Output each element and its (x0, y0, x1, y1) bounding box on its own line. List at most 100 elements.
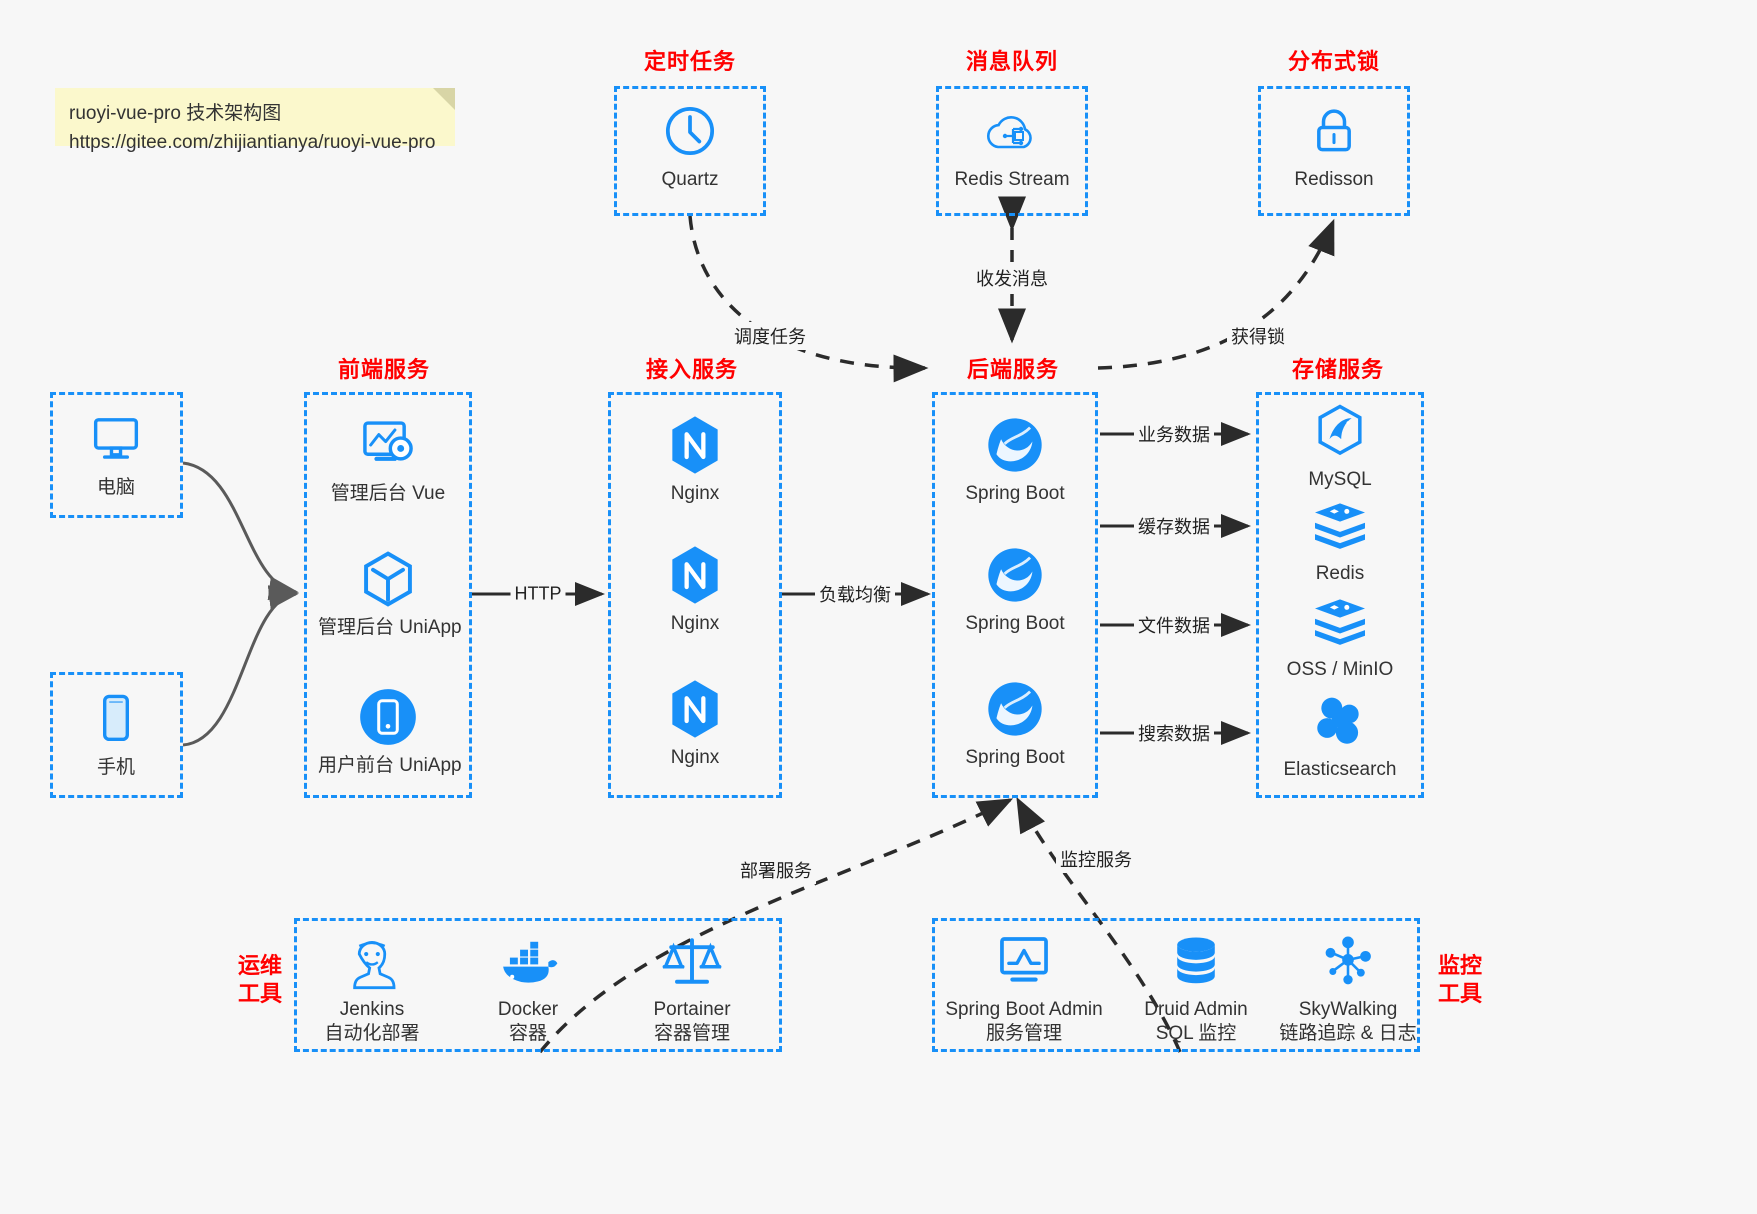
group-box-frontend (304, 392, 472, 798)
nginx-icon (625, 544, 765, 606)
node-admin-vue[interactable]: 管理后台 Vue (318, 414, 458, 506)
oss-icon (1270, 590, 1410, 652)
spring-boot-icon (945, 678, 1085, 740)
clock-icon (620, 100, 760, 162)
group-title-storage: 存储服务 (1291, 357, 1384, 382)
node-portainer[interactable]: Portainer 容器管理 (622, 930, 762, 1046)
node-redisson[interactable]: Redisson (1264, 100, 1404, 192)
node-label: Spring Boot (965, 613, 1065, 634)
node-nginx-2[interactable]: Nginx (625, 544, 765, 636)
group-title-devops: 运维 工具 (228, 952, 292, 1007)
node-sublabel: 容器 (508, 1022, 547, 1044)
group-box-monitor (932, 918, 1420, 1052)
node-label: Portainer (653, 999, 731, 1020)
monitor-chart-icon (944, 930, 1104, 992)
node-label: Redisson (1294, 169, 1374, 190)
skywalking-icon (1268, 930, 1428, 992)
edge-label-send-receive: 收发消息 (972, 264, 1052, 292)
node-sublabel: 自动化部署 (324, 1022, 420, 1044)
lock-icon (1264, 100, 1404, 162)
docker-icon (458, 930, 598, 992)
note-fold-icon (433, 88, 455, 110)
node-elasticsearch[interactable]: Elasticsearch (1270, 690, 1410, 782)
note-line-2: https://gitee.com/zhijiantianya/ruoyi-vu… (69, 131, 436, 153)
group-box-lock (1258, 86, 1410, 216)
node-desktop[interactable]: 电脑 (46, 408, 186, 500)
node-nginx-1[interactable]: Nginx (625, 414, 765, 506)
sticky-note: ruoyi-vue-pro 技术架构图 https://gitee.com/zh… (55, 88, 455, 153)
edge-label-deploy-service: 部署服务 (736, 856, 816, 884)
group-title-monitor: 监控 工具 (1428, 952, 1492, 1007)
edge-label-http: HTTP (510, 582, 566, 606)
node-label: 管理后台 UniApp (318, 617, 462, 638)
database-icon (1126, 930, 1266, 992)
cube-icon (318, 548, 458, 610)
jenkins-icon (302, 930, 442, 992)
node-label: Elasticsearch (1283, 759, 1397, 780)
node-user-uniapp[interactable]: 用户前台 UniApp (318, 686, 462, 778)
group-title-monitor-line1: 监控 (1437, 953, 1482, 978)
node-label: Spring Boot (965, 747, 1065, 768)
scales-icon (622, 930, 762, 992)
node-redis[interactable]: Redis (1270, 494, 1410, 586)
desktop-icon (46, 408, 186, 470)
edge-label-file-data: 文件数据 (1134, 611, 1214, 639)
node-redis-stream[interactable]: Redis Stream (942, 100, 1082, 192)
node-sublabel: 服务管理 (985, 1022, 1062, 1044)
node-spring-boot-1[interactable]: Spring Boot (945, 414, 1085, 506)
node-mysql[interactable]: MySQL (1270, 400, 1410, 492)
group-box-devops (294, 918, 782, 1052)
node-druid-admin[interactable]: Druid Admin SQL 监控 (1126, 930, 1266, 1046)
node-spring-boot-3[interactable]: Spring Boot (945, 678, 1085, 770)
group-box-gateway (608, 392, 782, 798)
node-label: Jenkins (339, 999, 405, 1020)
node-label: Spring Boot Admin (945, 999, 1103, 1020)
group-title-lock: 分布式锁 (1287, 49, 1380, 74)
node-spring-boot-2[interactable]: Spring Boot (945, 544, 1085, 636)
node-mobile[interactable]: 手机 (46, 688, 186, 780)
node-oss-minio[interactable]: OSS / MinIO (1270, 590, 1410, 682)
node-label: 手机 (96, 757, 135, 778)
group-title-scheduler: 定时任务 (643, 49, 736, 74)
node-spring-boot-admin[interactable]: Spring Boot Admin 服务管理 (944, 930, 1104, 1046)
group-title-mq: 消息队列 (965, 49, 1058, 74)
node-label: Nginx (670, 483, 720, 504)
dashboard-gear-icon (318, 414, 458, 476)
edge-label-search-data: 搜索数据 (1134, 719, 1214, 747)
group-box-backend (932, 392, 1098, 798)
node-sublabel: 链路追踪 & 日志 (1279, 1022, 1417, 1044)
group-box-client-desktop (50, 392, 183, 518)
node-label: Redis (1315, 563, 1365, 584)
spring-boot-icon (945, 414, 1085, 476)
group-title-devops-line1: 运维 (237, 953, 282, 978)
node-label: Redis Stream (954, 169, 1070, 190)
group-title-backend: 后端服务 (966, 357, 1059, 382)
node-docker[interactable]: Docker 容器 (458, 930, 598, 1046)
redis-icon (1270, 494, 1410, 556)
mysql-icon (1270, 400, 1410, 462)
group-title-devops-line2: 工具 (237, 980, 282, 1006)
edge-label-schedule-task: 调度任务 (730, 322, 810, 350)
group-title-monitor-line2: 工具 (1437, 980, 1482, 1006)
spring-boot-icon (945, 544, 1085, 606)
node-label: OSS / MinIO (1286, 659, 1394, 680)
edge-label-cache-data: 缓存数据 (1134, 512, 1214, 540)
node-sublabel: 容器管理 (653, 1022, 730, 1044)
node-sublabel: SQL 监控 (1155, 1022, 1237, 1044)
mobile-round-icon (318, 686, 458, 748)
node-label: Spring Boot (965, 483, 1065, 504)
node-label: 电脑 (96, 477, 135, 498)
node-label: SkyWalking (1298, 999, 1398, 1020)
node-label: MySQL (1308, 469, 1372, 490)
group-box-storage (1256, 392, 1424, 798)
node-skywalking[interactable]: SkyWalking 链路追踪 & 日志 (1268, 930, 1428, 1046)
node-jenkins[interactable]: Jenkins 自动化部署 (302, 930, 442, 1046)
note-line-1: ruoyi-vue-pro 技术架构图 (69, 103, 282, 124)
cloud-stream-icon (942, 100, 1082, 162)
node-nginx-3[interactable]: Nginx (625, 678, 765, 770)
edge-label-load-balance: 负载均衡 (815, 580, 895, 608)
node-label: Nginx (670, 747, 720, 768)
node-quartz[interactable]: Quartz (620, 100, 760, 192)
node-admin-uniapp[interactable]: 管理后台 UniApp (318, 548, 462, 640)
